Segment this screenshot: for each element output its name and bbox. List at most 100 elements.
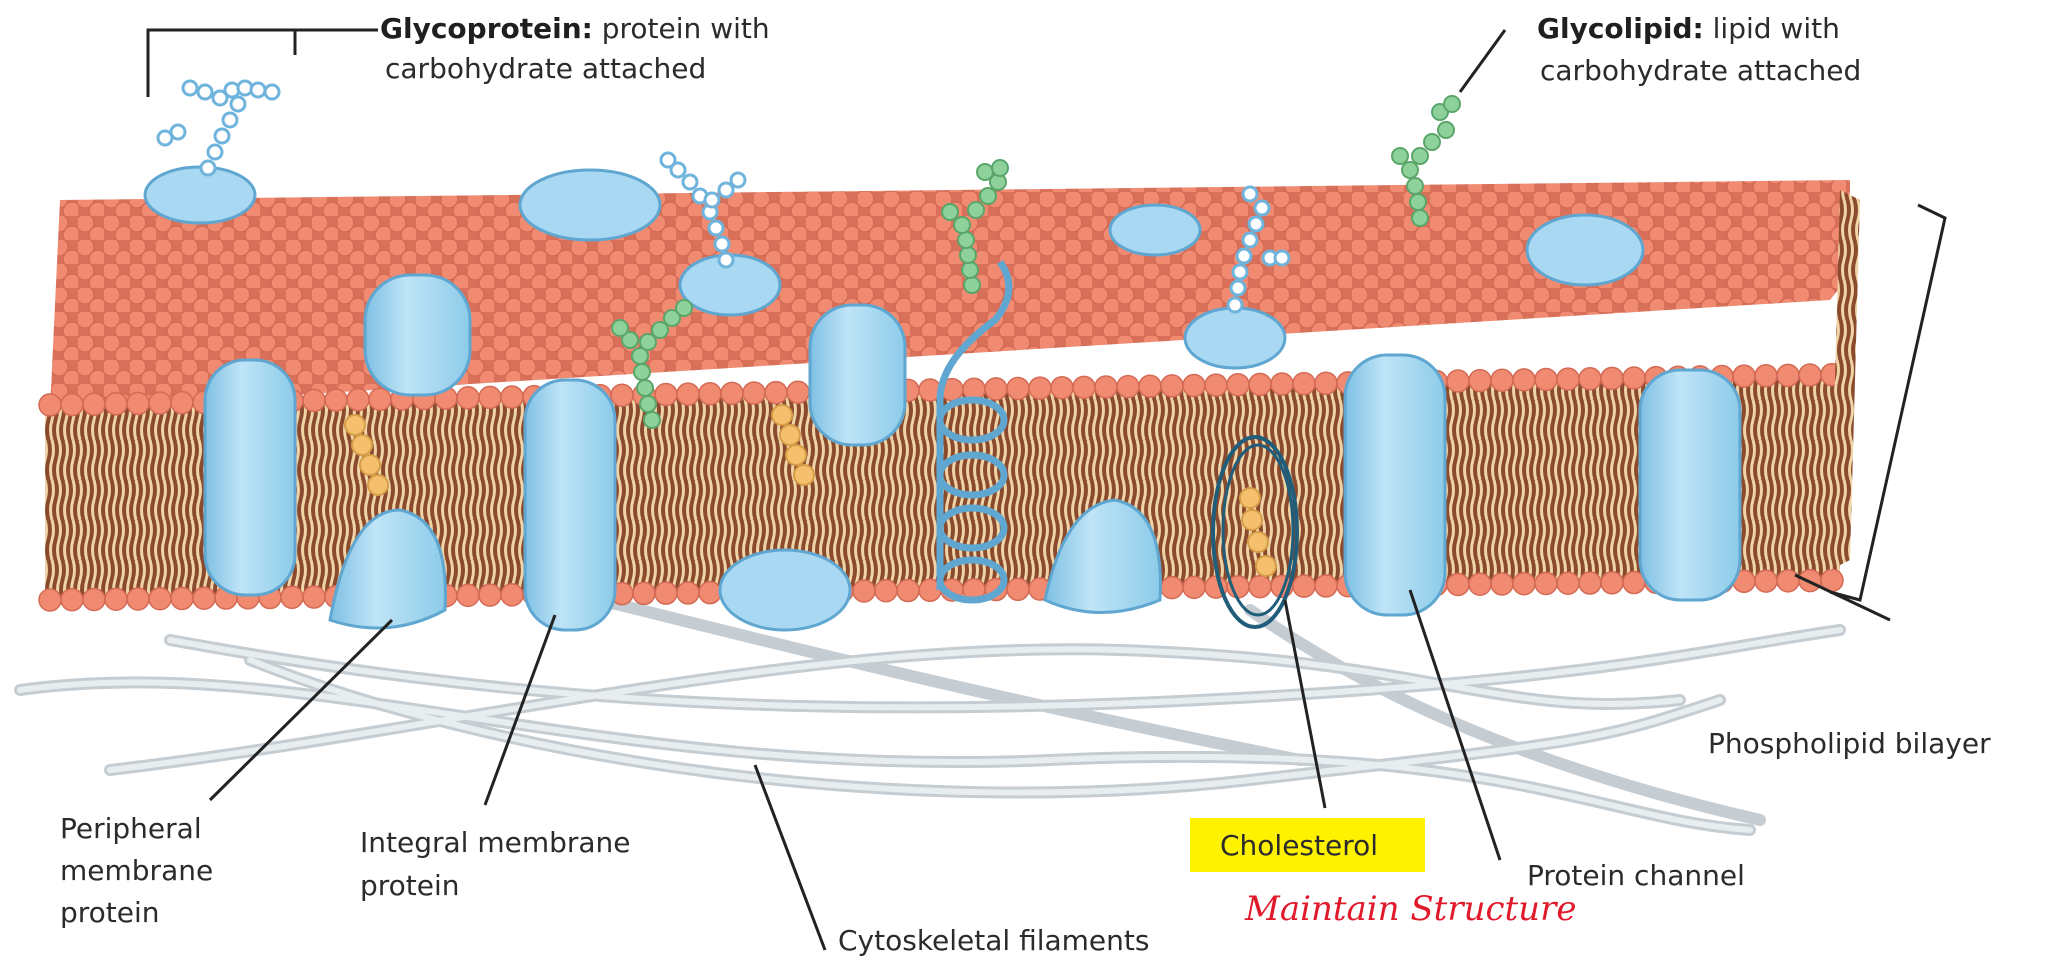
bead bbox=[1623, 367, 1645, 389]
peripheral-label-3: protein bbox=[60, 896, 160, 929]
bead bbox=[985, 378, 1007, 400]
bead bbox=[1447, 370, 1469, 392]
bead bbox=[1249, 576, 1271, 598]
bead bbox=[1755, 365, 1777, 387]
bead bbox=[251, 83, 265, 97]
bead bbox=[1051, 377, 1073, 399]
bead bbox=[1535, 572, 1557, 594]
bead bbox=[897, 580, 919, 602]
bead bbox=[369, 388, 391, 410]
bead bbox=[968, 202, 984, 218]
bead bbox=[1255, 201, 1269, 215]
bead bbox=[61, 394, 83, 416]
integral-label-2: protein bbox=[360, 869, 460, 902]
bead bbox=[39, 589, 61, 611]
bead bbox=[640, 396, 656, 412]
bead bbox=[640, 334, 656, 350]
bead bbox=[1777, 570, 1799, 592]
bead bbox=[743, 382, 765, 404]
bead bbox=[699, 383, 721, 405]
bead bbox=[637, 380, 653, 396]
handwritten-annotation: Maintain Structure bbox=[1244, 889, 1576, 929]
bead bbox=[61, 589, 83, 611]
bead bbox=[83, 393, 105, 415]
bead bbox=[677, 383, 699, 405]
cholesterol-label: Cholesterol bbox=[1220, 829, 1378, 862]
bead bbox=[1579, 572, 1601, 594]
bead bbox=[964, 277, 980, 293]
bead bbox=[127, 588, 149, 610]
bead bbox=[1249, 373, 1271, 395]
bead bbox=[1407, 178, 1423, 194]
bead bbox=[183, 81, 197, 95]
bead bbox=[661, 153, 675, 167]
bead bbox=[1183, 576, 1205, 598]
bead bbox=[265, 85, 279, 99]
bead bbox=[39, 394, 61, 416]
bead bbox=[231, 97, 245, 111]
bead bbox=[1469, 370, 1491, 392]
bead bbox=[655, 383, 677, 405]
bead bbox=[1183, 374, 1205, 396]
glycolipid-desc: carbohydrate attached bbox=[1540, 54, 1861, 87]
bead bbox=[213, 91, 227, 105]
bead bbox=[347, 389, 369, 411]
bead bbox=[633, 582, 655, 604]
bead bbox=[105, 588, 127, 610]
bead bbox=[281, 586, 303, 608]
bead bbox=[1249, 217, 1263, 231]
bead bbox=[215, 129, 229, 143]
bead bbox=[1444, 96, 1460, 112]
bead bbox=[875, 580, 897, 602]
bead bbox=[1777, 364, 1799, 386]
peripheral-label-2: membrane bbox=[60, 854, 213, 887]
bead bbox=[1491, 573, 1513, 595]
bead bbox=[1513, 369, 1535, 391]
bead bbox=[127, 392, 149, 414]
bead bbox=[171, 392, 193, 414]
bead bbox=[1424, 134, 1440, 150]
bead bbox=[457, 584, 479, 606]
bead bbox=[1293, 575, 1315, 597]
bead bbox=[149, 392, 171, 414]
bead bbox=[457, 387, 479, 409]
glycoprotein-label: Glycoprotein: protein with bbox=[380, 12, 770, 45]
bead bbox=[501, 584, 523, 606]
bead bbox=[655, 582, 677, 604]
bead bbox=[105, 393, 127, 415]
peripheral-label-1: Peripheral bbox=[60, 812, 202, 845]
bead bbox=[479, 584, 501, 606]
bead bbox=[1557, 572, 1579, 594]
bead bbox=[171, 587, 193, 609]
bead bbox=[1243, 233, 1257, 247]
bead bbox=[1410, 194, 1426, 210]
bead bbox=[721, 382, 743, 404]
bead bbox=[303, 389, 325, 411]
bead bbox=[1161, 375, 1183, 397]
bead bbox=[158, 131, 172, 145]
bead bbox=[677, 582, 699, 604]
bead bbox=[612, 320, 628, 336]
bead bbox=[1513, 573, 1535, 595]
bead bbox=[1315, 372, 1337, 394]
bead bbox=[1271, 373, 1293, 395]
bead bbox=[1227, 374, 1249, 396]
bead bbox=[1073, 376, 1095, 398]
bead bbox=[1412, 210, 1428, 226]
bead bbox=[198, 85, 212, 99]
bead bbox=[954, 217, 970, 233]
bead bbox=[942, 204, 958, 220]
bead bbox=[1392, 148, 1408, 164]
bead bbox=[479, 386, 501, 408]
bead bbox=[1161, 577, 1183, 599]
bead bbox=[149, 588, 171, 610]
bead bbox=[699, 582, 721, 604]
bead bbox=[1447, 573, 1469, 595]
bead bbox=[652, 322, 668, 338]
bead bbox=[1205, 374, 1227, 396]
bead bbox=[1755, 570, 1777, 592]
bead bbox=[1402, 162, 1418, 178]
bead bbox=[1412, 148, 1428, 164]
